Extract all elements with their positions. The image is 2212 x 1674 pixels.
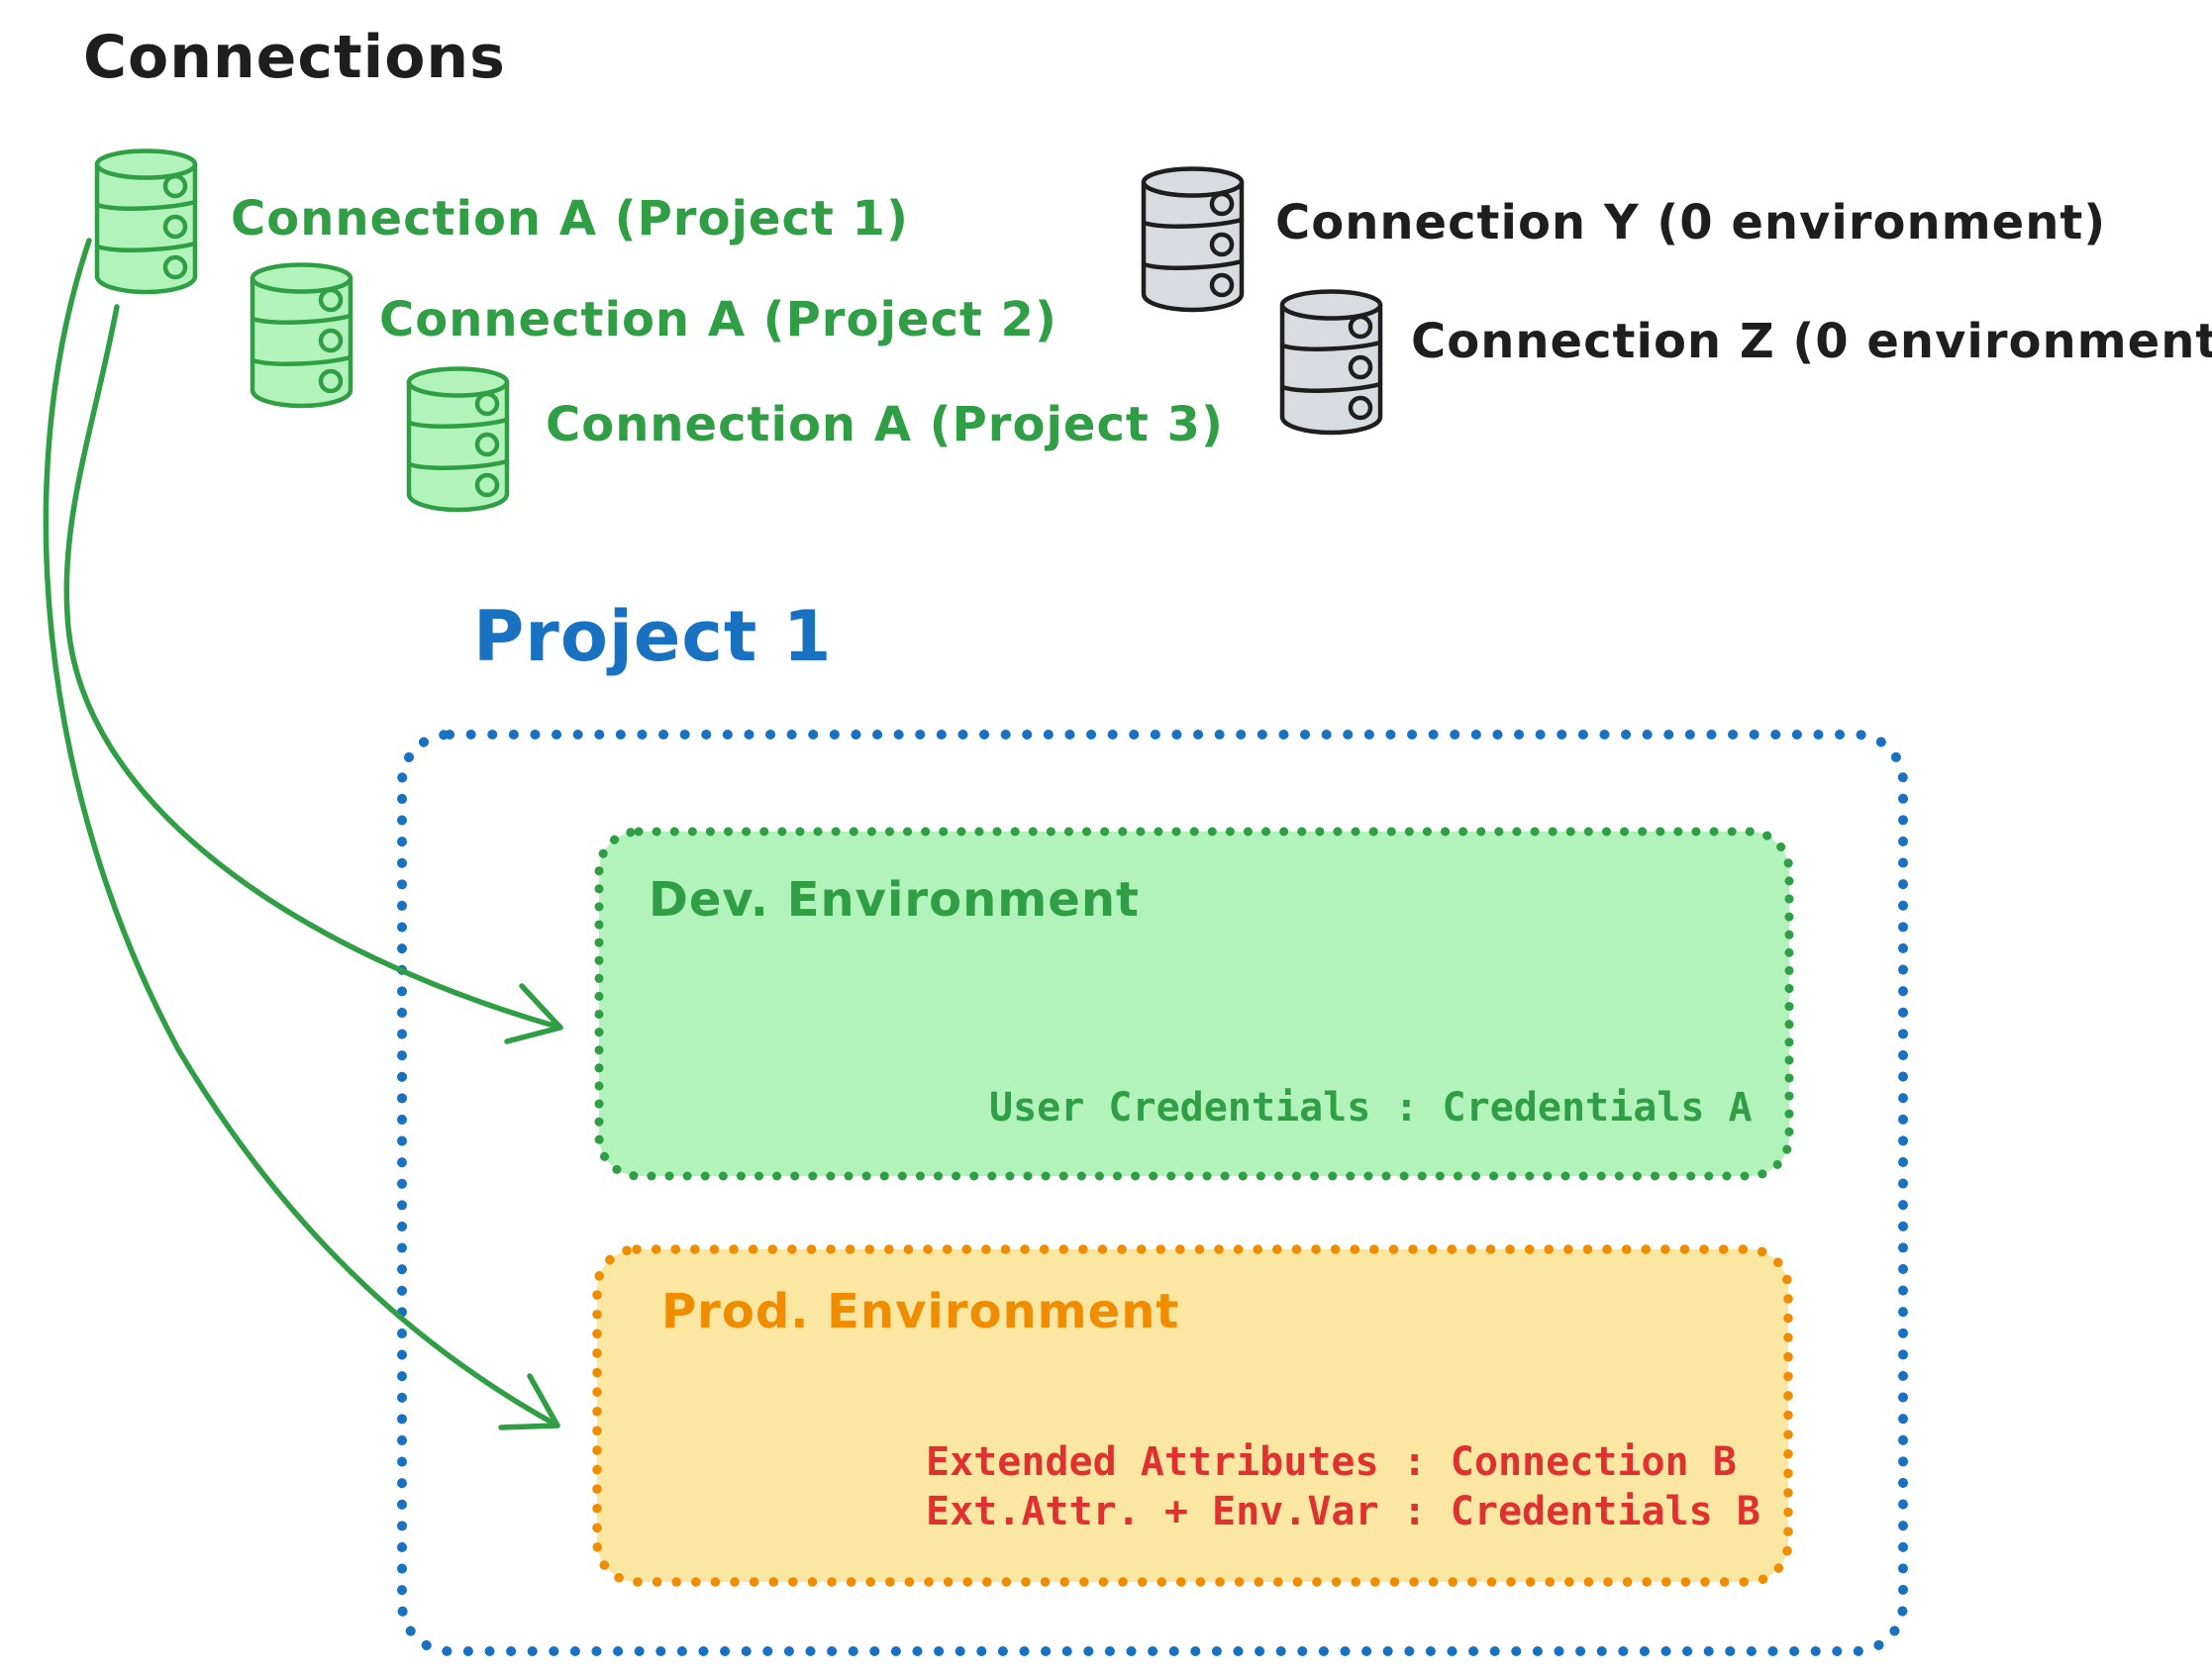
database-icon-connection-z (1282, 291, 1380, 433)
project-1-title: Project 1 (473, 596, 833, 677)
prod-mapping-line-2: Ext.Attr. + Env.Var : Credentials B (926, 1489, 1760, 1534)
connection-z-label: Connection Z (0 environment) (1411, 314, 2212, 369)
prod-environment-credential-mappings: Extended Attributes : Connection B Ext.A… (926, 1437, 1760, 1536)
project-1-box (397, 730, 1908, 1656)
database-icon-connection-a-project-3 (409, 368, 507, 510)
connections-title: Connections (83, 23, 506, 92)
connection-a-project-3-label: Connection A (Project 3) (546, 397, 1224, 452)
prod-environment-box (592, 1244, 1793, 1587)
prod-environment-title: Prod. Environment (661, 1284, 1180, 1339)
dev-environment-title: Dev. Environment (649, 872, 1140, 928)
arrow-connection-a-to-dev-environment (63, 304, 563, 1044)
database-icon-connection-y (1144, 168, 1242, 310)
database-icon-connection-a-project-1 (97, 150, 195, 292)
arrow-connection-a-to-prod-environment (43, 238, 560, 1430)
database-icon-connection-a-project-2 (252, 264, 351, 406)
connection-a-project-2-label: Connection A (Project 2) (379, 292, 1057, 347)
dev-environment-box (594, 827, 1794, 1181)
connection-y-label: Connection Y (0 environment) (1275, 195, 2107, 250)
prod-mapping-line-1: Extended Attributes : Connection B (926, 1439, 1737, 1485)
dev-environment-credential-mapping: User Credentials : Credentials A (989, 1085, 1753, 1131)
connection-a-project-1-label: Connection A (Project 1) (231, 191, 909, 246)
